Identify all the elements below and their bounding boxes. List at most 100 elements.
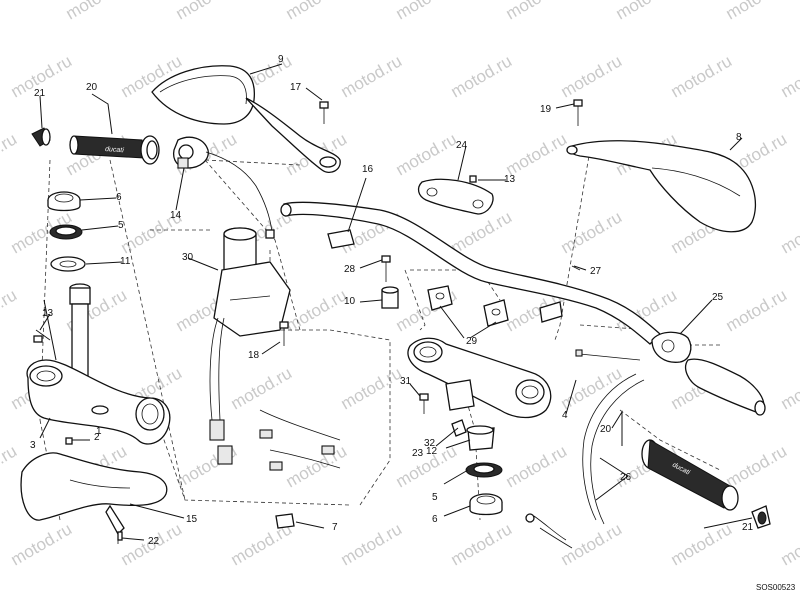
callout-23: 23 xyxy=(412,448,424,459)
callout-12: 12 xyxy=(426,446,438,457)
callout-3: 3 xyxy=(30,440,36,451)
handlebar-risers xyxy=(427,285,509,327)
callout-14: 14 xyxy=(170,210,182,221)
washer-upper-left xyxy=(50,256,86,272)
watermark: motod.ru xyxy=(558,207,626,257)
callout-21: 21 xyxy=(34,88,46,99)
watermark: motod.ru xyxy=(393,129,461,179)
callout-20: 20 xyxy=(600,424,612,435)
callout-10: 10 xyxy=(344,296,356,307)
callout-25: 25 xyxy=(712,292,724,303)
watermark: motod.ru xyxy=(8,519,76,569)
callout-28: 28 xyxy=(344,264,356,275)
left-switch-housing xyxy=(172,136,275,239)
watermark: motod.ru xyxy=(558,363,626,413)
watermark: motod.ru xyxy=(778,51,800,101)
wiring-harness xyxy=(259,409,341,471)
left-grip: ducati xyxy=(69,135,160,165)
watermark: motod.ru xyxy=(723,0,791,23)
steering-stem-lower-yoke xyxy=(26,283,171,445)
watermark: motod.ru xyxy=(338,51,406,101)
callout-15: 15 xyxy=(186,514,198,525)
callout-1: 1 xyxy=(96,426,102,437)
callout-17: 17 xyxy=(290,82,302,93)
watermark: motod.ru xyxy=(173,0,241,23)
reference-code: SOS00523 xyxy=(756,583,796,592)
callout-22: 22 xyxy=(148,536,160,547)
callout-16: 16 xyxy=(362,164,374,175)
watermark: motod.ru xyxy=(613,0,681,23)
bearing-lower-right xyxy=(466,425,495,451)
callout-8: 8 xyxy=(736,132,742,143)
watermark: motod.ru xyxy=(283,285,351,335)
watermark: motod.ru xyxy=(558,519,626,569)
watermark: motod.ru xyxy=(723,441,791,491)
handlebar-clamp-upper xyxy=(417,175,494,215)
leader-lines xyxy=(39,63,753,541)
mirror-screw-left xyxy=(319,101,329,124)
callout-21: 21 xyxy=(742,522,754,533)
callout-31: 31 xyxy=(400,376,412,387)
watermark: motod.ru xyxy=(503,129,571,179)
callout-7: 7 xyxy=(332,522,338,533)
watermark: motod.ru xyxy=(778,363,800,413)
upper-triple-clamp xyxy=(407,337,552,419)
callout-27: 27 xyxy=(590,266,602,277)
throttle-cables xyxy=(525,349,645,549)
callout-5: 5 xyxy=(118,220,124,231)
watermark: motod.ru xyxy=(723,285,791,335)
ring-nut-upper-left xyxy=(47,191,81,212)
ignition-switch xyxy=(209,227,291,465)
right-switch-housing xyxy=(651,331,692,363)
watermark: motod.ru xyxy=(778,519,800,569)
watermark: motod.ru xyxy=(503,441,571,491)
callout-26: 26 xyxy=(620,472,632,483)
watermark: motod.ru xyxy=(228,363,296,413)
callout-13: 13 xyxy=(42,308,54,319)
throttle-tube xyxy=(685,358,766,416)
watermark: motod.ru xyxy=(283,441,351,491)
callout-32: 32 xyxy=(424,438,436,449)
callout-19: 19 xyxy=(540,104,552,115)
right-mirror xyxy=(566,140,756,233)
watermark: motod.ru xyxy=(448,519,516,569)
callout-13: 13 xyxy=(504,174,516,185)
watermark: motod.ru xyxy=(448,207,516,257)
callout-29: 29 xyxy=(466,336,478,347)
watermark: motod.ru xyxy=(0,129,20,179)
watermark: motod.ru xyxy=(393,0,461,23)
grip-brand-left: ducati xyxy=(105,146,125,154)
watermark: motod.ru xyxy=(63,0,131,23)
bar-end-weight-right xyxy=(751,505,771,529)
watermark: motod.ru xyxy=(778,207,800,257)
risers-bracket xyxy=(327,229,581,323)
clamp-bolt-and-spacer xyxy=(381,255,399,309)
callout-5: 5 xyxy=(432,492,438,503)
watermark: motod.ru xyxy=(558,51,626,101)
callout-9: 9 xyxy=(278,54,284,65)
watermark: motod.ru xyxy=(668,519,736,569)
watermark: motod.ru xyxy=(338,363,406,413)
callout-6: 6 xyxy=(432,514,438,525)
callout-2: 2 xyxy=(94,432,100,443)
lower-cover xyxy=(20,452,168,541)
callout-24: 24 xyxy=(456,140,468,151)
mirror-screw-right xyxy=(573,99,583,126)
right-grip: ducati xyxy=(641,439,739,511)
callout-20: 20 xyxy=(86,82,98,93)
callout-layer: 1234556678910111213131415161718192020212… xyxy=(30,54,754,547)
ring-nut-lower-right xyxy=(469,493,503,516)
callout-11: 11 xyxy=(120,256,131,267)
watermark: motod.ru xyxy=(283,0,351,23)
bolt-31 xyxy=(419,393,429,414)
left-mirror xyxy=(151,65,341,174)
cap-32 xyxy=(451,419,467,437)
assembly-guide-lines xyxy=(39,149,721,521)
callout-4: 4 xyxy=(562,410,568,421)
watermark: motod.ru xyxy=(668,51,736,101)
watermark: motod.ru xyxy=(338,519,406,569)
watermark: motod.ru xyxy=(448,51,516,101)
watermark: motod.ru xyxy=(503,0,571,23)
